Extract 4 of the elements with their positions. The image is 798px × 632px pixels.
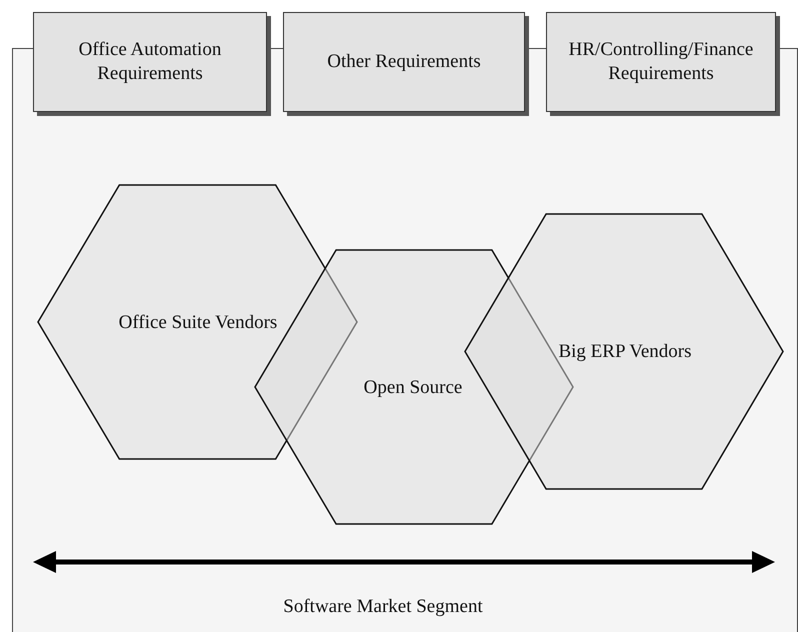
axis-caption: Software Market Segment — [283, 596, 483, 618]
segment-label: Office Suite Vendors — [118, 312, 278, 334]
segment-label: Big ERP Vendors — [558, 341, 692, 363]
segment-label: Open Source — [364, 377, 462, 399]
